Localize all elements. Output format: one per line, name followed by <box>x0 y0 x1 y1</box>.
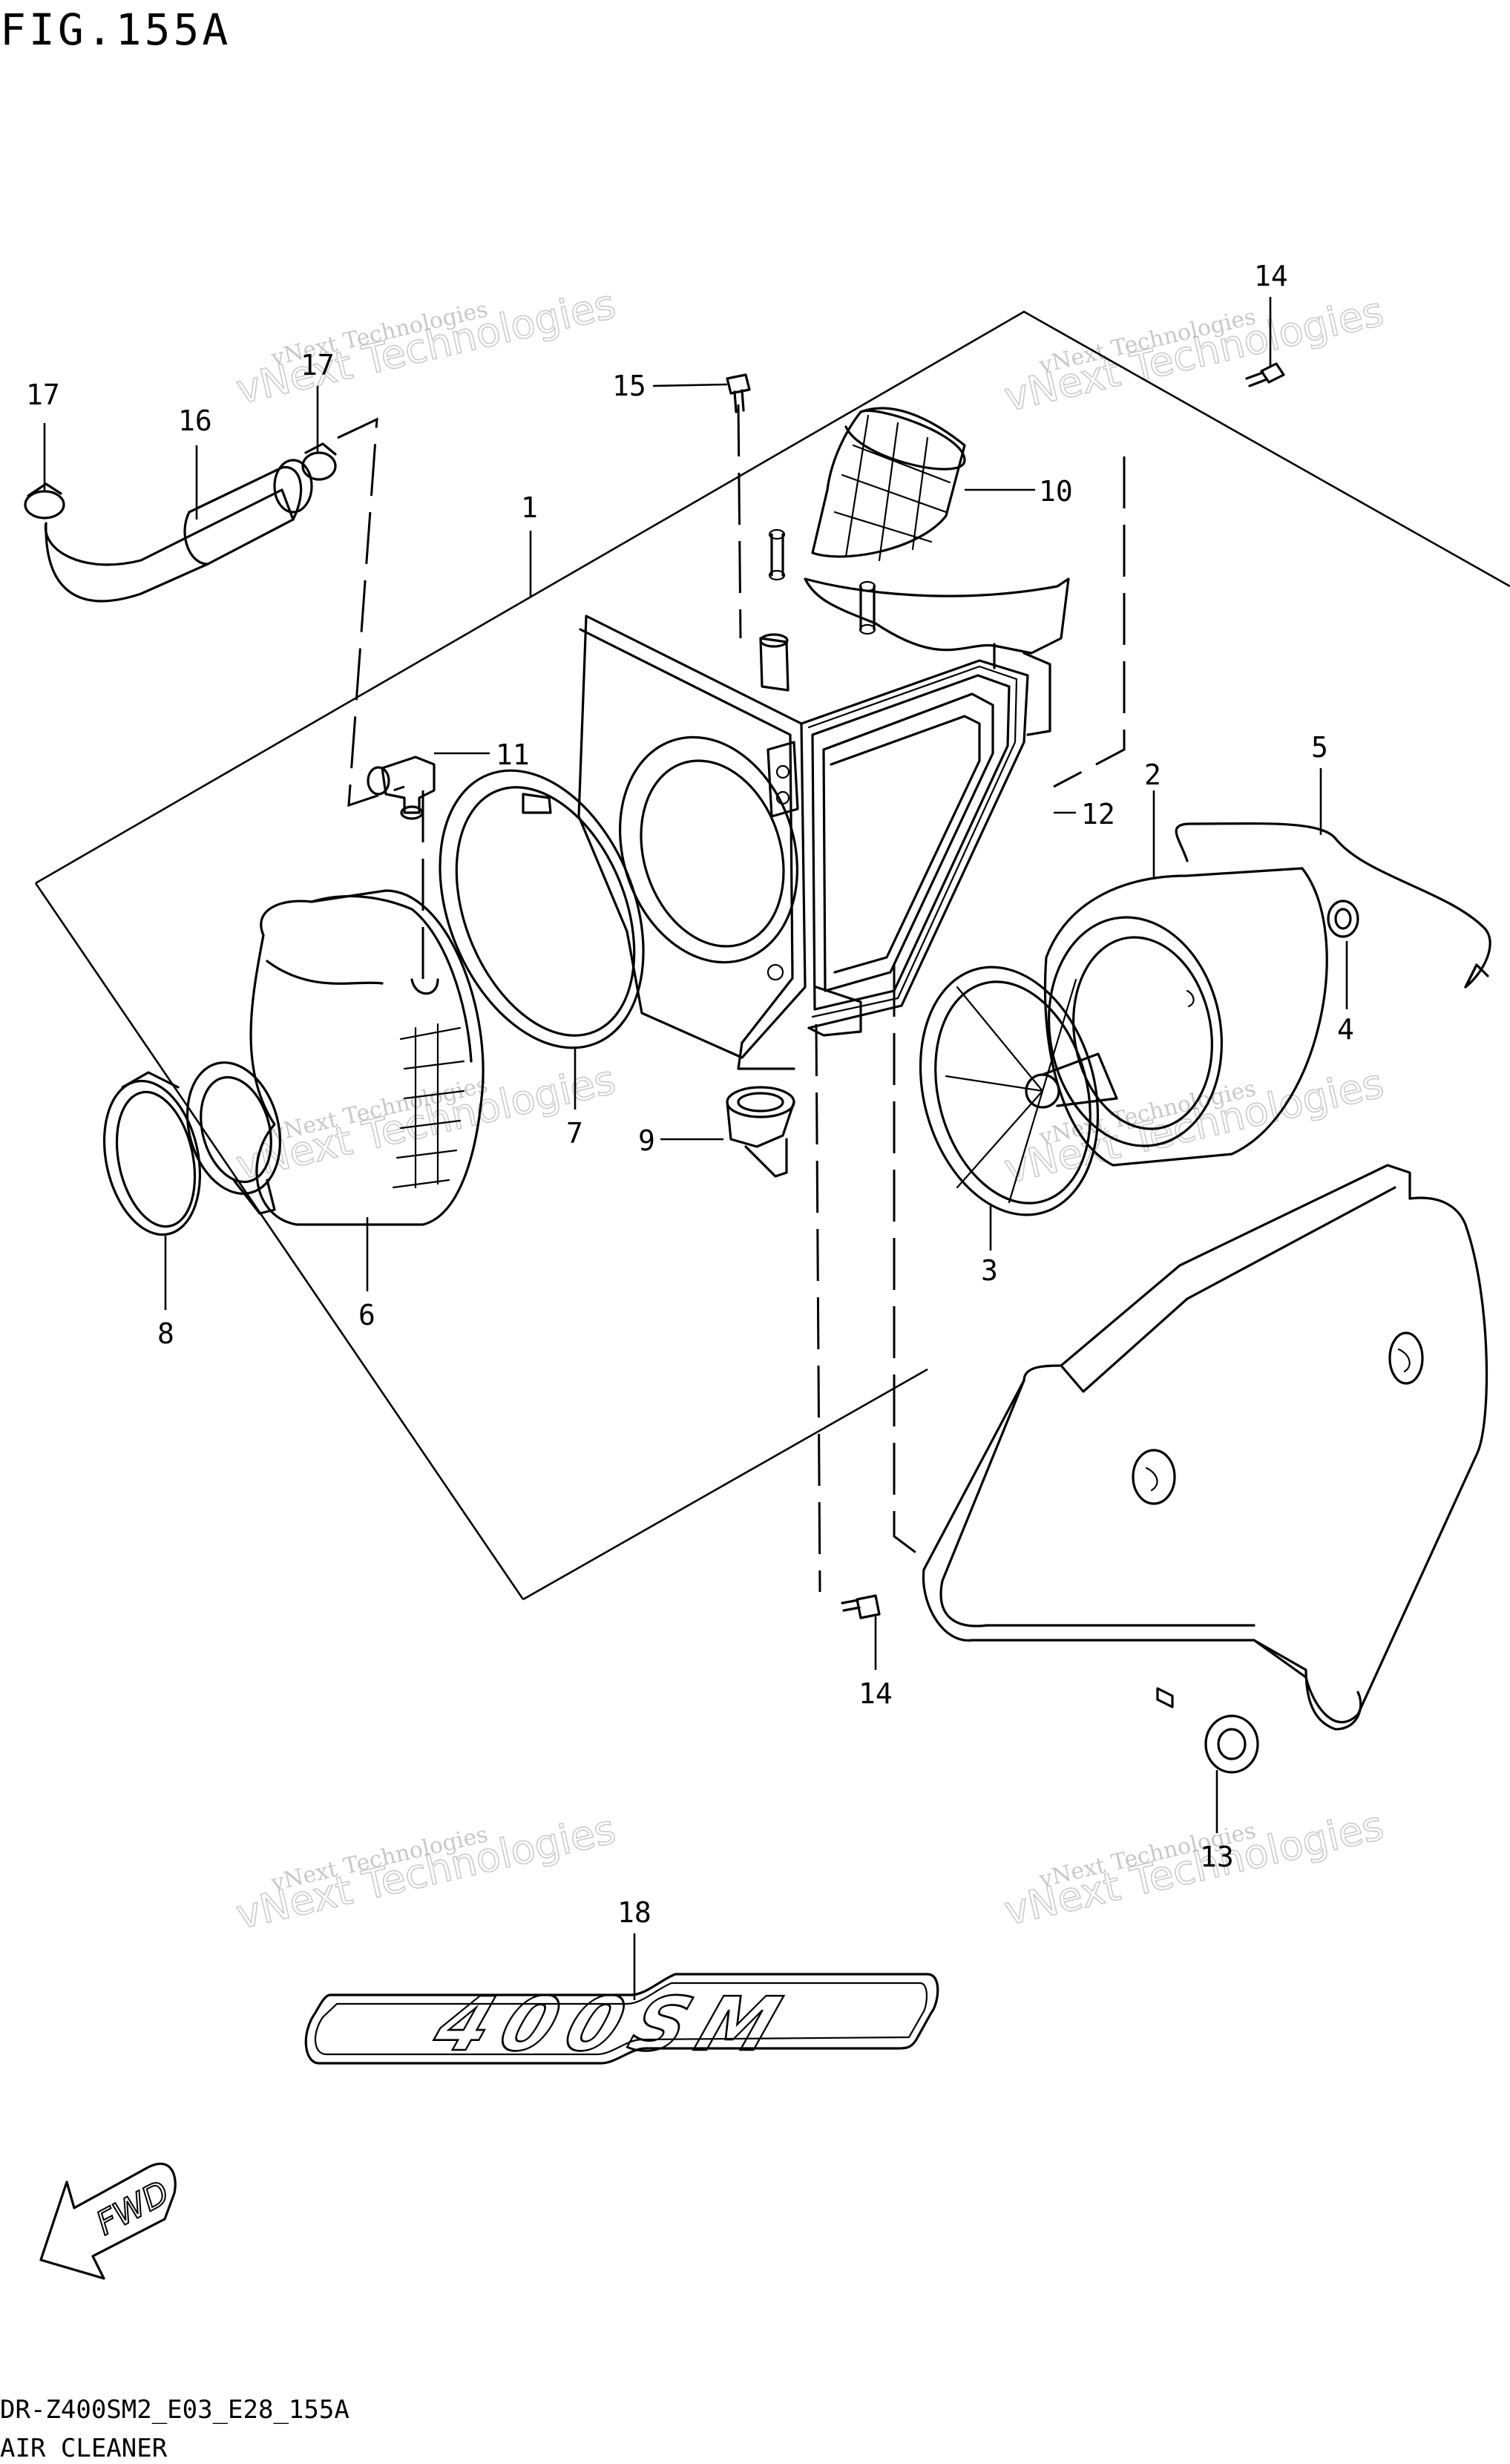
callout-3: 3 <box>981 1254 998 1287</box>
callout-16: 16 <box>178 404 212 437</box>
intake-boot <box>811 407 966 562</box>
filter-cage <box>919 966 1118 1216</box>
callout-11: 11 <box>496 738 530 771</box>
guide-line <box>337 417 405 807</box>
watermark: vNext Technologies vNext Technologies <box>999 287 1388 421</box>
callout-7: 7 <box>566 1117 583 1150</box>
hose-clamp <box>102 1071 202 1236</box>
callout-12: 12 <box>1081 798 1115 830</box>
callout-4: 4 <box>1337 1013 1354 1046</box>
callout-2: 2 <box>1144 758 1161 791</box>
decal-emblem: 400SM <box>304 1973 939 2069</box>
air-cleaner-case <box>577 528 1070 1070</box>
hose-clip <box>301 442 337 481</box>
callout-9: 9 <box>638 1124 655 1157</box>
emblem-text: 400SM <box>423 1982 804 2068</box>
watermark: vNext Technologies vNext Technologies <box>232 1805 620 1939</box>
guide-line <box>737 404 742 639</box>
forward-direction-arrow: FWD <box>39 2162 177 2280</box>
side-cover <box>922 1164 1488 1774</box>
grommet <box>1327 900 1359 938</box>
elbow-fitting <box>367 756 436 820</box>
assembly-boundary <box>34 310 1510 1601</box>
callout-13: 13 <box>1200 1841 1234 1873</box>
leader-lines <box>43 297 1348 2000</box>
case-seal <box>807 665 1018 1018</box>
callout-5: 5 <box>1311 731 1328 764</box>
callout-8: 8 <box>157 1317 174 1350</box>
watermark: vNext Technologies vNext Technologies <box>232 280 620 413</box>
callout-labels: 17 16 17 15 14 1 10 11 12 2 5 4 7 9 6 8 … <box>26 260 1354 1929</box>
breather-hose <box>44 459 313 603</box>
section-name: AIR CLEANER <box>0 2434 168 2463</box>
guide-line <box>815 1023 821 1593</box>
drain-cap <box>726 1086 795 1178</box>
bolt <box>841 1594 881 1619</box>
callout-6: 6 <box>358 1299 375 1331</box>
intake-duct <box>186 889 485 1226</box>
guide-line <box>893 965 925 1560</box>
callout-17: 17 <box>301 349 335 381</box>
callout-14: 14 <box>1254 260 1288 292</box>
callout-17: 17 <box>26 379 60 411</box>
callout-15: 15 <box>612 370 646 402</box>
guide-line <box>1053 456 1126 788</box>
callout-18: 18 <box>617 1896 651 1929</box>
fwd-text: FWD <box>91 2174 176 2243</box>
bolt <box>1245 362 1285 387</box>
callout-10: 10 <box>1039 475 1073 508</box>
callout-14: 14 <box>859 1677 893 1710</box>
watermark: vNext Technologies vNext Technologies <box>999 1801 1388 1935</box>
model-code: DR-Z400SM2_E03_E28_155A <box>0 2395 349 2425</box>
bolt <box>726 373 751 413</box>
callout-1: 1 <box>521 491 538 524</box>
figure-title: FIG.155A <box>0 4 231 55</box>
filter-element <box>1043 867 1328 1167</box>
wire-clip <box>1175 822 1491 989</box>
intake-seal-ring <box>439 769 645 1049</box>
watermark-group: vNext Technologies vNext Technologies vN… <box>232 280 1388 1939</box>
